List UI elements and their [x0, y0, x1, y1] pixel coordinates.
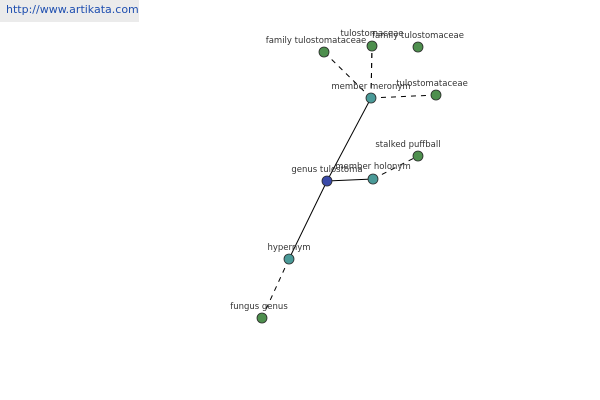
site-banner: http://www.artikata.com	[0, 0, 139, 22]
graph-edge-member-meronym-to-family-tulostomataceae	[323, 51, 372, 99]
graph-edge-member-meronym-to-family-tulostomaceae-2	[370, 45, 373, 99]
node-label-family-tulostomaceae: family tulostomaceae	[372, 31, 464, 41]
node-dot-member-holonym[interactable]	[367, 173, 379, 185]
graph-node-family-tulostomataceae[interactable]: family tulostomataceae	[266, 36, 367, 58]
graph-edge-member-holonym-to-stalked-puffball	[372, 155, 419, 180]
graph-edge-member-meronym-to-tulostomataceae	[370, 94, 437, 99]
graph-edge-center-to-member-meronym	[326, 97, 372, 182]
graph-node-stalked-puffball[interactable]: stalked puffball	[375, 140, 441, 162]
node-label-stalked-puffball: stalked puffball	[375, 140, 440, 150]
node-dot-family-tulostomaceae[interactable]	[412, 41, 424, 53]
graph-node-fungus-genus[interactable]: fungus genus	[230, 302, 288, 324]
node-label-hypernym: hypernym	[267, 243, 310, 253]
node-label-tulostomaceae: tulostomaceae	[340, 29, 403, 39]
node-dot-member-meronym[interactable]	[365, 92, 377, 104]
graph-node-tulostomataceae[interactable]: tulostomataceae	[396, 79, 468, 101]
graph-node-hypernym[interactable]: hypernym	[267, 243, 311, 265]
graph-node-center[interactable]: genus tulostoma	[291, 165, 363, 187]
site-url-link[interactable]: http://www.artikata.com	[6, 3, 139, 16]
graph-node-family-tulostomaceae[interactable]: family tulostomaceae	[372, 31, 464, 53]
node-dot-hypernym[interactable]	[283, 253, 295, 265]
graph-nodes: genus tulostoma member meronym member holo…	[230, 29, 468, 324]
node-label-tulostomataceae: tulostomataceae	[396, 79, 468, 89]
node-label-member-meronym: member meronym	[331, 82, 410, 92]
node-dot-tulostomataceae[interactable]	[430, 89, 442, 101]
graph-node-member-meronym[interactable]: member meronym	[331, 82, 411, 104]
graph-edge-hypernym-to-fungus-genus	[261, 258, 290, 319]
graph-node-tulostomaceae[interactable]: tulostomaceae	[340, 29, 404, 52]
node-label-member-holonym: member holonym	[335, 162, 410, 172]
graph-edges	[261, 45, 437, 319]
node-label-center: genus tulostoma	[291, 165, 362, 175]
graph-edge-center-to-member-holonym	[326, 178, 374, 182]
node-label-fungus-genus: fungus genus	[230, 302, 288, 312]
node-label-family-tulostomataceae: family tulostomataceae	[266, 36, 367, 46]
node-dot-stalked-puffball[interactable]	[412, 150, 424, 162]
node-dot-fungus-genus[interactable]	[256, 312, 268, 324]
node-dot-center[interactable]	[321, 175, 333, 187]
node-dot-family-tulostomataceae[interactable]	[318, 46, 330, 58]
graph-edge-center-to-hypernym	[288, 180, 328, 260]
node-dot-tulostomaceae[interactable]	[366, 40, 378, 52]
graph-node-member-holonym[interactable]: member holonym	[335, 162, 411, 185]
